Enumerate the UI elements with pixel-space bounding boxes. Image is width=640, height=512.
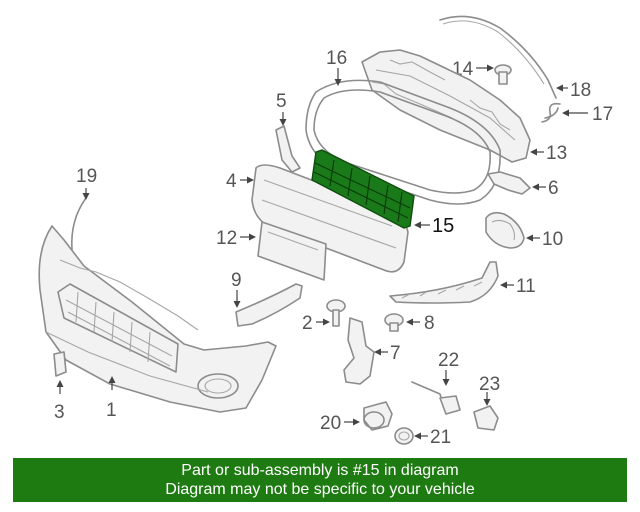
part-3-retainer: 3 bbox=[53, 351, 67, 423]
svg-text:3: 3 bbox=[54, 402, 65, 423]
part-23-sensor: 23 bbox=[473, 374, 500, 431]
part-19-strip: 19 bbox=[70, 166, 97, 251]
svg-text:12: 12 bbox=[216, 228, 237, 249]
svg-text:6: 6 bbox=[548, 178, 559, 199]
svg-text:1: 1 bbox=[106, 400, 117, 421]
part-22-sensor: 22 bbox=[411, 350, 461, 415]
banner-line-2: Diagram may not be specific to your vehi… bbox=[165, 481, 475, 498]
svg-text:15: 15 bbox=[432, 215, 454, 237]
part-6-bracket: 6 bbox=[487, 171, 559, 199]
part-17-spring-clip: 17 bbox=[541, 102, 613, 125]
svg-text:2: 2 bbox=[302, 313, 313, 334]
svg-text:7: 7 bbox=[390, 343, 401, 364]
part-16-grille-surround: 16 bbox=[305, 48, 501, 205]
svg-text:17: 17 bbox=[592, 104, 613, 125]
svg-text:16: 16 bbox=[326, 48, 347, 69]
parts-diagram: 18 1 4 17 13 16 6 bbox=[38, 15, 613, 448]
part-5-bracket: 5 bbox=[275, 91, 301, 173]
part-1-bumper-cover: 1 bbox=[38, 225, 277, 421]
svg-text:19: 19 bbox=[76, 166, 97, 187]
part-12-license-bracket: 12 bbox=[216, 221, 327, 281]
part-15-center-grille: 15 bbox=[311, 149, 454, 237]
part-9-side-bracket: 9 bbox=[231, 270, 303, 327]
svg-text:22: 22 bbox=[438, 350, 459, 371]
part-4-bumper-reinforcement: 4 bbox=[226, 164, 409, 273]
svg-text:4: 4 bbox=[226, 171, 237, 192]
svg-text:21: 21 bbox=[430, 427, 451, 448]
part-7-bracket: 7 bbox=[343, 317, 401, 385]
svg-text:18: 18 bbox=[570, 80, 591, 101]
part-18-trim-strip: 18 bbox=[439, 15, 591, 101]
part-10-fog-bezel: 10 bbox=[485, 211, 563, 250]
svg-text:13: 13 bbox=[546, 143, 567, 164]
info-banner: Part or sub-assembly is #15 in diagram D… bbox=[13, 458, 627, 502]
part-11-lower-trim: 11 bbox=[389, 261, 536, 304]
banner-line-1: Part or sub-assembly is #15 in diagram bbox=[181, 462, 459, 479]
svg-text:5: 5 bbox=[276, 91, 287, 112]
svg-text:11: 11 bbox=[516, 276, 536, 297]
svg-text:9: 9 bbox=[231, 270, 242, 291]
part-8-clip: 8 bbox=[384, 313, 435, 334]
svg-text:8: 8 bbox=[424, 313, 435, 334]
svg-text:23: 23 bbox=[479, 374, 500, 395]
part-21-grommet: 21 bbox=[394, 427, 451, 448]
part-2-screw: 2 bbox=[302, 299, 346, 334]
part-20-park-sensor: 20 bbox=[320, 401, 393, 434]
svg-text:20: 20 bbox=[320, 413, 341, 434]
svg-text:10: 10 bbox=[542, 229, 563, 250]
